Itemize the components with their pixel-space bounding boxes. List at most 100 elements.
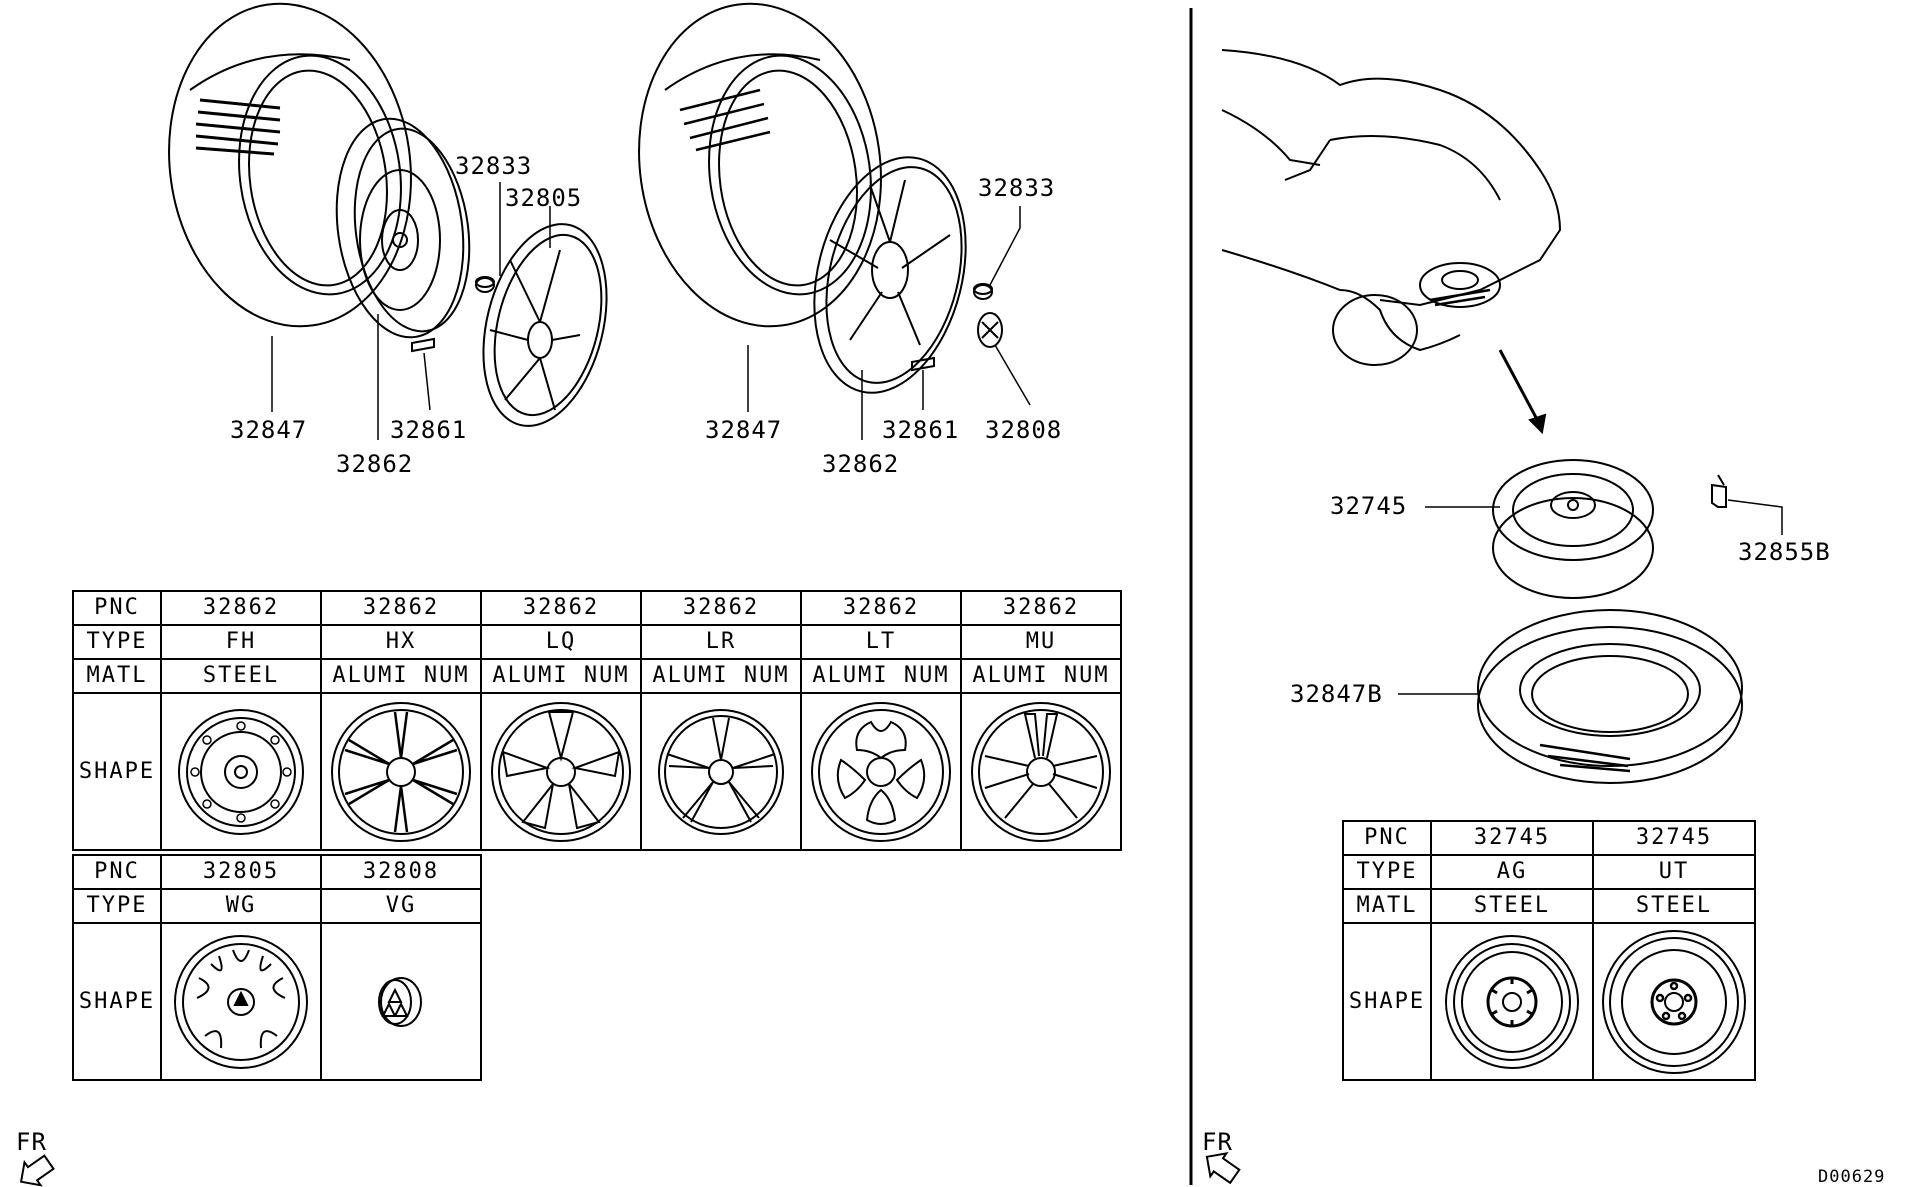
cover-table: PNC 32805 32808 TYPE WG VG SHAPE	[72, 854, 482, 1081]
center-cap-drawing	[977, 312, 1003, 348]
cell-pnc: 32745	[1592, 820, 1756, 856]
cell-matl: STEEL	[160, 658, 322, 694]
cell-pnc: 32805	[160, 854, 322, 890]
alloy-wheel-lr-icon	[640, 692, 802, 851]
alloy-wheel-lt-icon	[800, 692, 962, 851]
tire-drawing-right	[638, 2, 882, 328]
cell-matl: ALUMI NUM	[480, 658, 642, 694]
cell-type: MU	[960, 624, 1122, 660]
row-label-pnc: PNC	[72, 590, 162, 626]
row-label-pnc: PNC	[1342, 820, 1432, 856]
cell-pnc: 32862	[800, 590, 962, 626]
callout-32861-right: 32861	[882, 416, 959, 444]
callout-32833-right: 32833	[978, 174, 1055, 202]
table-row: MATL STEEL STEEL	[1342, 888, 1756, 924]
row-label-pnc: PNC	[72, 854, 162, 890]
front-arrow-right: FR	[1202, 1128, 1241, 1185]
cell-matl: ALUMI NUM	[640, 658, 802, 694]
table-row: TYPE FH HX LQ LR LT MU	[72, 624, 1122, 660]
nut-drawing-right	[973, 283, 993, 300]
cell-type: FH	[160, 624, 322, 660]
cell-type: HX	[320, 624, 482, 660]
spare-bolt-drawing	[1711, 474, 1727, 508]
table-row: MATL STEEL ALUMI NUM ALUMI NUM ALUMI NUM…	[72, 658, 1122, 694]
leader-lines-left	[271, 182, 551, 440]
balance-weight-right	[911, 356, 935, 372]
cell-matl: STEEL	[1592, 888, 1756, 924]
front-arrow-left: FR	[16, 1128, 55, 1187]
table-row: PNC 32862 32862 32862 32862 32862 32862	[72, 590, 1122, 626]
table-row: TYPE WG VG	[72, 888, 482, 924]
nut-drawing-left	[475, 276, 495, 293]
alloy-wheel-lq-icon	[480, 692, 642, 851]
steel-wheel-icon	[160, 692, 322, 851]
cell-pnc: 32808	[320, 854, 482, 890]
callout-32808: 32808	[985, 416, 1062, 444]
cell-matl: ALUMI NUM	[960, 658, 1122, 694]
cell-type: LR	[640, 624, 802, 660]
vehicle-rear-drawing	[1221, 49, 1562, 366]
wheel-table: PNC 32862 32862 32862 32862 32862 32862 …	[72, 590, 1122, 851]
row-label-shape: SHAPE	[72, 922, 162, 1081]
leader-lines-spare	[1398, 499, 1783, 695]
cell-pnc: 32862	[960, 590, 1122, 626]
wheel-cover-icon	[160, 922, 322, 1081]
callout-32745: 32745	[1330, 492, 1407, 520]
alloy-wheel-mu-icon	[960, 692, 1122, 851]
callout-32855b: 32855B	[1738, 538, 1831, 566]
callout-32862-right: 32862	[822, 450, 899, 478]
row-label-matl: MATL	[72, 658, 162, 694]
spare-wheel-ut-icon	[1592, 922, 1756, 1081]
row-label-type: TYPE	[72, 624, 162, 660]
spare-table: PNC 32745 32745 TYPE AG UT MATL STEEL ST…	[1342, 820, 1756, 1081]
callout-32847-left: 32847	[230, 416, 307, 444]
callout-32833-left: 32833	[455, 152, 532, 180]
table-row: TYPE AG UT	[1342, 854, 1756, 890]
callout-32862-left: 32862	[336, 450, 413, 478]
spare-wheel-drawing	[1492, 459, 1654, 599]
alloy-wheel-hx-icon	[320, 692, 482, 851]
cell-pnc: 32862	[480, 590, 642, 626]
fr-label-right: FR	[1202, 1128, 1233, 1156]
table-row: SHAPE	[1342, 922, 1756, 1081]
cell-type: VG	[320, 888, 482, 924]
cell-matl: ALUMI NUM	[800, 658, 962, 694]
cell-matl: ALUMI NUM	[320, 658, 482, 694]
cell-pnc: 32745	[1430, 820, 1594, 856]
steel-wheel-drawing	[335, 117, 471, 339]
cell-type: AG	[1430, 854, 1594, 890]
cell-pnc: 32862	[160, 590, 322, 626]
diagram-id: D00629	[1818, 1167, 1885, 1187]
callout-32805: 32805	[505, 184, 582, 212]
leader-lines-right	[747, 206, 1031, 440]
table-row: PNC 32805 32808	[72, 854, 482, 890]
cell-pnc: 32862	[320, 590, 482, 626]
row-label-shape: SHAPE	[72, 692, 162, 851]
cell-type: WG	[160, 888, 322, 924]
arrow-down	[1498, 349, 1547, 435]
center-cap-icon	[320, 922, 482, 1081]
tread-pattern	[195, 98, 281, 156]
fr-label-left: FR	[16, 1128, 47, 1156]
cell-type: LT	[800, 624, 962, 660]
row-label-shape: SHAPE	[1342, 922, 1432, 1081]
cell-pnc: 32862	[640, 590, 802, 626]
callout-32847b: 32847B	[1290, 680, 1383, 708]
alloy-wheel-drawing	[813, 156, 967, 394]
row-label-type: TYPE	[1342, 854, 1432, 890]
row-label-type: TYPE	[72, 888, 162, 924]
cell-matl: STEEL	[1430, 888, 1594, 924]
balance-weight-left	[411, 337, 435, 353]
spare-wheel-ag-icon	[1430, 922, 1594, 1081]
spare-tire-drawing	[1477, 609, 1743, 784]
callout-32847-right: 32847	[705, 416, 782, 444]
wheel-cover-drawing	[482, 223, 608, 427]
table-row: PNC 32745 32745	[1342, 820, 1756, 856]
table-row: SHAPE	[72, 692, 1122, 851]
row-label-matl: MATL	[1342, 888, 1432, 924]
tire-drawing-left	[168, 2, 412, 328]
callout-32861-left: 32861	[390, 416, 467, 444]
cell-type: UT	[1592, 854, 1756, 890]
table-row: SHAPE	[72, 922, 482, 1081]
cell-type: LQ	[480, 624, 642, 660]
